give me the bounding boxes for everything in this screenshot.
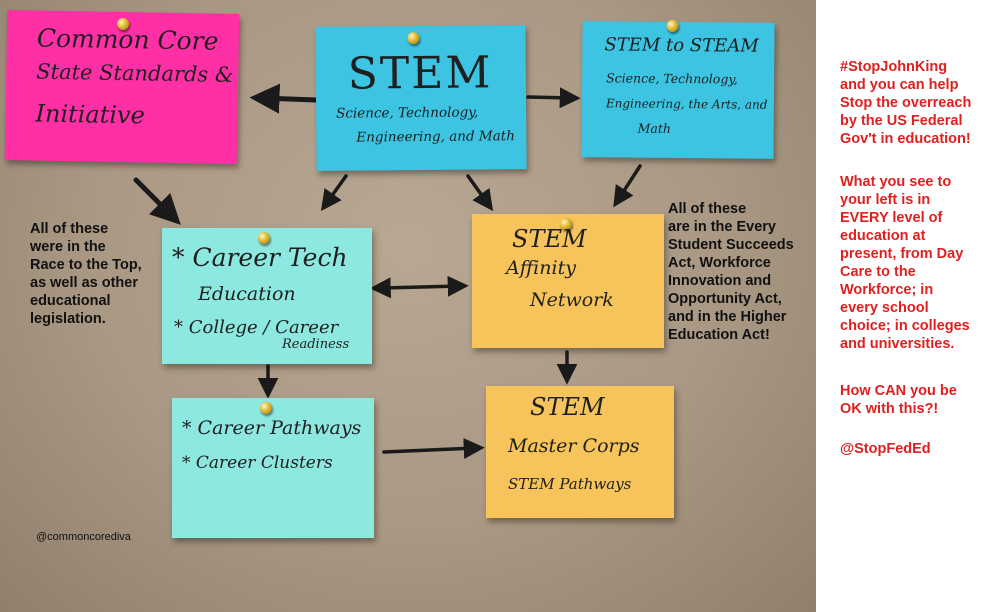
note-common-core-line3: Initiative xyxy=(35,99,146,130)
note-affinity-line2: Affinity xyxy=(506,257,576,279)
sidebar-text: #StopJohnKing and you can help Stop the … xyxy=(816,0,1008,612)
note-stem-to-steam: STEM to STEAM Science, Technology, Engin… xyxy=(581,19,775,159)
note-affinity-line1: STEM xyxy=(512,225,587,253)
note-pathways-line1: * Career Pathways xyxy=(182,417,362,439)
note-stem: STEM Science, Technology, Engineering, a… xyxy=(315,25,527,171)
note-common-core: Common Core State Standards & Initiative xyxy=(4,9,240,165)
label-every-student-succeeds: All of these are in the Every Student Su… xyxy=(668,201,794,343)
sidebar-handle: @StopFedEd xyxy=(840,441,931,457)
note-steam-title: STEM to STEAM xyxy=(604,34,759,57)
pin-icon xyxy=(407,32,420,45)
sidebar-paragraph-3: How CAN you be OK with this?! xyxy=(840,383,957,417)
arrow-careertech-affinity xyxy=(369,275,469,299)
note-common-core-line1: Common Core xyxy=(36,23,219,56)
arrow-stem-to-affinity xyxy=(466,174,494,212)
sidebar-paragraph-1: #StopJohnKing and you can help Stop the … xyxy=(840,59,972,147)
note-stem-line1: Science, Technology, xyxy=(336,104,479,122)
note-steam-line3: Math xyxy=(637,120,672,136)
note-stem-master-corps: STEM Master Corps STEM Pathways xyxy=(486,386,674,518)
pin-icon xyxy=(260,402,272,414)
arrow-layer xyxy=(133,83,642,460)
note-steam-line2: Engineering, the Arts, and xyxy=(605,96,768,112)
pin-icon xyxy=(258,232,270,244)
note-career-tech: * Career Tech Education * College / Care… xyxy=(162,228,372,364)
arrow-stem-to-careertech xyxy=(320,174,348,212)
arrow-steam-to-affinity xyxy=(613,164,642,208)
note-careertech-line1: * Career Tech xyxy=(172,243,348,272)
note-careertech-line3: * College / Career xyxy=(174,317,339,338)
note-mastercorps-line1: Master Corps xyxy=(508,435,640,457)
arrow-stem-to-commoncore xyxy=(249,83,319,114)
corkboard-photo: Common Core State Standards & Initiative… xyxy=(0,0,816,612)
arrow-commoncore-to-careertech xyxy=(133,177,181,225)
note-stem-title: STEM xyxy=(347,47,493,100)
note-careertech-line4: Readiness xyxy=(282,337,350,352)
note-common-core-line2: State Standards & xyxy=(36,59,234,87)
arrow-pathways-to-mastercorps xyxy=(382,438,485,460)
note-stem-line2: Engineering, and Math xyxy=(356,128,515,146)
note-careertech-line2: Education xyxy=(198,283,296,305)
note-affinity-line3: Network xyxy=(530,289,614,311)
label-race-to-the-top: All of these were in the Race to the Top… xyxy=(30,221,142,327)
photo-credit: @commoncorediva xyxy=(36,531,131,543)
note-mastercorps-line2: STEM Pathways xyxy=(508,475,632,493)
note-pathways-line2: * Career Clusters xyxy=(182,453,333,473)
note-mastercorps-title: STEM xyxy=(530,393,605,421)
note-stem-affinity: STEM Affinity Network xyxy=(472,214,664,348)
note-steam-line1: Science, Technology, xyxy=(606,70,738,87)
pin-icon xyxy=(666,19,679,33)
note-career-pathways: * Career Pathways * Career Clusters xyxy=(172,398,374,538)
pin-icon xyxy=(560,218,572,230)
arrow-stem-to-steam xyxy=(526,87,581,109)
sidebar-paragraph-2: What you see to your left is in EVERY le… xyxy=(840,174,970,352)
